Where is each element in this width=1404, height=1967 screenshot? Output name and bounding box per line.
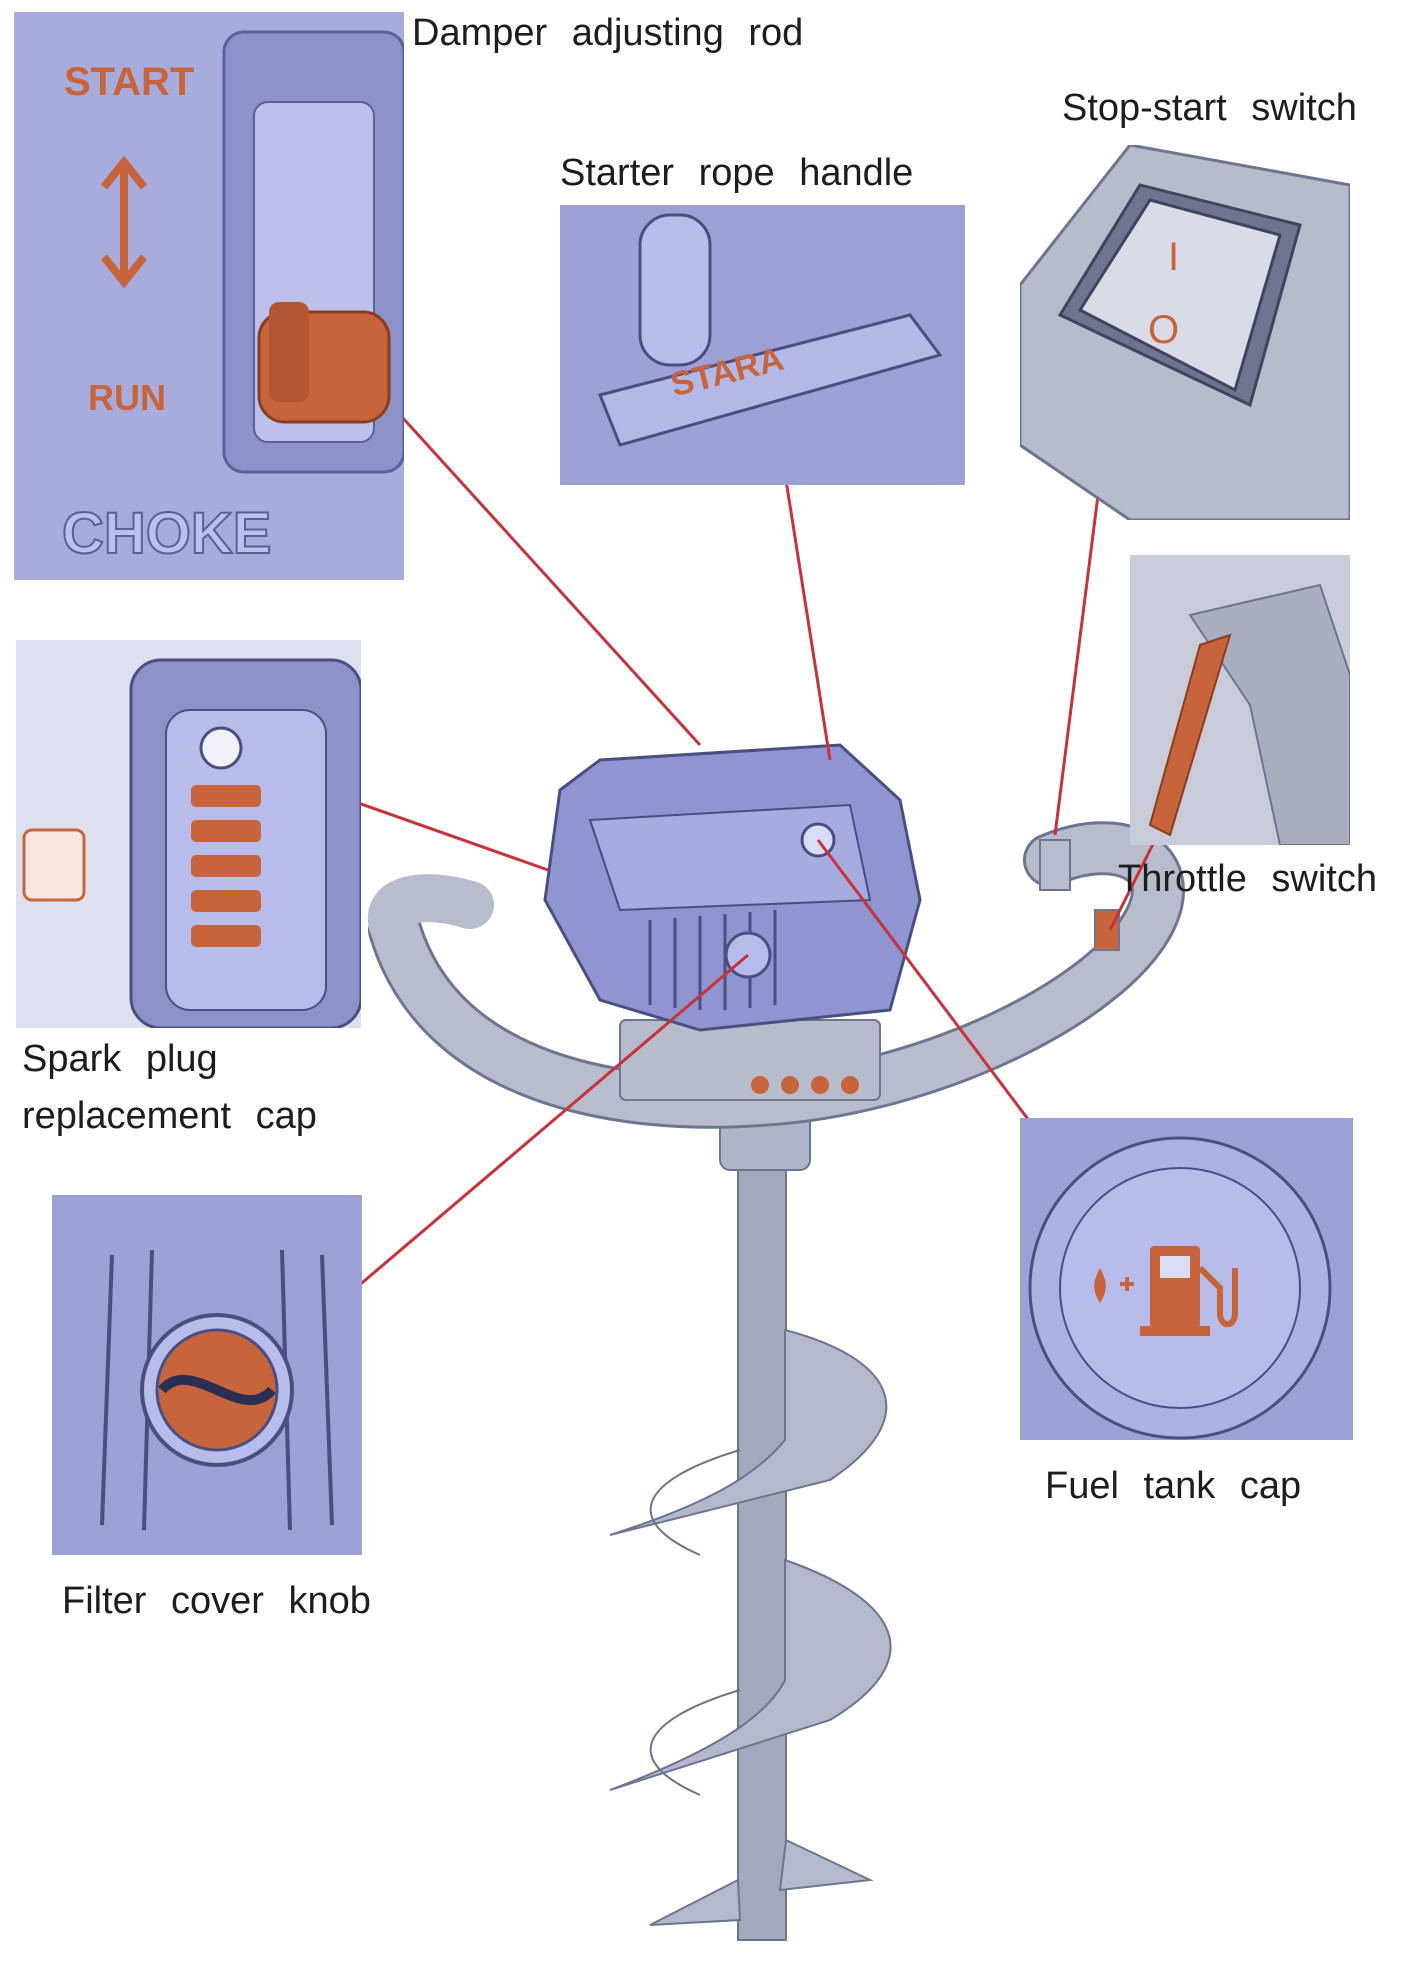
rocker-switch xyxy=(1077,198,1282,393)
inset-starter-rope: STARA xyxy=(560,205,965,485)
inset-spark-plug-cap xyxy=(16,640,361,1028)
label-stop-start-switch: Stop-start switch xyxy=(1062,87,1357,129)
inset-filter-cover-knob xyxy=(52,1195,362,1555)
handle-bar xyxy=(371,824,1182,1126)
inset-choke: START RUN CHOKE xyxy=(14,12,404,580)
choke-start-text: START xyxy=(64,60,195,104)
inset-throttle-switch xyxy=(1130,555,1350,845)
switch-off-mark: O xyxy=(1148,308,1180,352)
label-filter-cover-knob: Filter cover knob xyxy=(62,1580,371,1622)
label-spark-plug-line2: replacement cap xyxy=(22,1095,317,1137)
auger-shaft xyxy=(737,1149,787,1941)
auger-flight-1 xyxy=(609,1328,888,1536)
choke-label-text: CHOKE xyxy=(61,500,272,567)
switch-on-mark: I xyxy=(1168,235,1180,279)
inset-stop-start-switch: I O xyxy=(1020,145,1350,520)
label-throttle-switch: Throttle switch xyxy=(1118,858,1377,900)
label-fuel-tank-cap: Fuel tank cap xyxy=(1045,1465,1302,1507)
spark-cap-hole xyxy=(199,726,243,770)
label-starter-rope-handle: Starter rope handle xyxy=(560,152,914,194)
choke-run-text: RUN xyxy=(88,377,166,418)
label-damper-adjusting-rod: Damper adjusting rod xyxy=(412,12,804,54)
auger-flight-2 xyxy=(609,1558,892,1791)
throttle-lever xyxy=(1148,633,1232,837)
label-spark-plug-line1: Spark plug xyxy=(22,1038,218,1080)
starter-handle-grip xyxy=(597,313,943,447)
inset-fuel-tank-cap xyxy=(1020,1118,1353,1440)
